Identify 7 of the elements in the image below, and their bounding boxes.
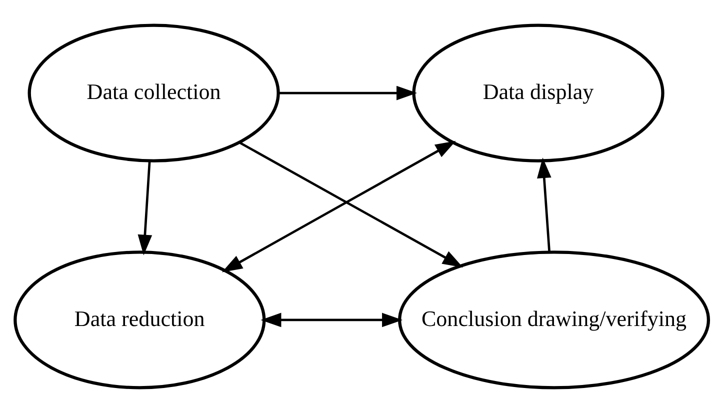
arrow [138, 160, 152, 255]
node-ellipse: Data reduction [14, 250, 266, 389]
node-ellipse: Data display [412, 23, 664, 162]
arrow [278, 85, 418, 100]
node-ellipse: Data collection [28, 23, 280, 162]
arrow [536, 157, 552, 252]
arrow [260, 312, 403, 327]
